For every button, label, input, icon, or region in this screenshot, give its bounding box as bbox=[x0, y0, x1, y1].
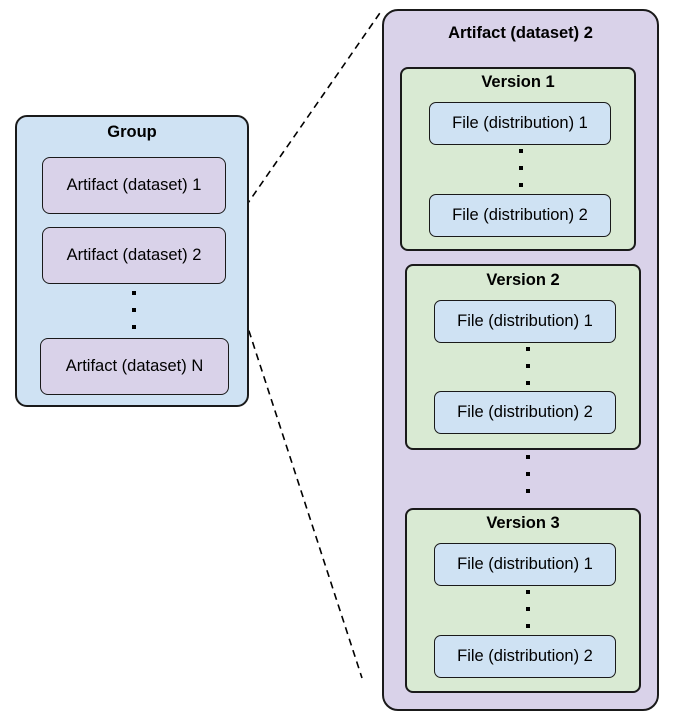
version-1-file-ellipsis bbox=[518, 149, 524, 187]
version-3-file-2-label: File (distribution) 2 bbox=[457, 647, 593, 665]
version-3-title: Version 3 bbox=[486, 514, 560, 532]
artifact-detail-title: Artifact (dataset) 2 bbox=[448, 24, 593, 42]
version-1-file-2-label: File (distribution) 2 bbox=[452, 206, 588, 224]
artifact-item-2[interactable]: Artifact (dataset) 2 bbox=[42, 227, 226, 284]
version-1-box: Version 1 File (distribution) 1 File (di… bbox=[400, 67, 636, 251]
version-3-box: Version 3 File (distribution) 1 File (di… bbox=[405, 508, 641, 693]
zoom-line-top bbox=[231, 9, 383, 227]
version-1-file-2[interactable]: File (distribution) 2 bbox=[429, 194, 611, 237]
version-3-file-1-label: File (distribution) 1 bbox=[457, 555, 593, 573]
version-1-file-1[interactable]: File (distribution) 1 bbox=[429, 102, 611, 145]
version-2-file-2[interactable]: File (distribution) 2 bbox=[434, 391, 616, 434]
zoom-line-bottom bbox=[233, 284, 363, 679]
group-box: Group Artifact (dataset) 1 Artifact (dat… bbox=[15, 115, 249, 407]
version-2-file-1[interactable]: File (distribution) 1 bbox=[434, 300, 616, 343]
artifact-ellipsis bbox=[131, 291, 137, 329]
artifact-item-2-label: Artifact (dataset) 2 bbox=[66, 246, 202, 264]
version-2-file-1-label: File (distribution) 1 bbox=[457, 312, 593, 330]
version-2-box: Version 2 File (distribution) 1 File (di… bbox=[405, 264, 641, 450]
artifact-item-n-label: Artifact (dataset) N bbox=[65, 357, 204, 375]
group-title: Group bbox=[107, 123, 157, 141]
version-1-file-1-label: File (distribution) 1 bbox=[452, 114, 588, 132]
version-1-title: Version 1 bbox=[481, 73, 555, 91]
version-3-file-2[interactable]: File (distribution) 2 bbox=[434, 635, 616, 678]
version-3-file-ellipsis bbox=[525, 590, 531, 628]
version-2-file-ellipsis bbox=[525, 347, 531, 385]
artifact-detail-box: Artifact (dataset) 2 Version 1 File (dis… bbox=[382, 9, 659, 711]
artifact-item-1-label: Artifact (dataset) 1 bbox=[66, 176, 202, 194]
version-2-file-2-label: File (distribution) 2 bbox=[457, 403, 593, 421]
artifact-item-1[interactable]: Artifact (dataset) 1 bbox=[42, 157, 226, 214]
version-ellipsis bbox=[525, 455, 531, 493]
artifact-item-n[interactable]: Artifact (dataset) N bbox=[40, 338, 229, 395]
version-3-file-1[interactable]: File (distribution) 1 bbox=[434, 543, 616, 586]
version-2-title: Version 2 bbox=[486, 271, 560, 289]
